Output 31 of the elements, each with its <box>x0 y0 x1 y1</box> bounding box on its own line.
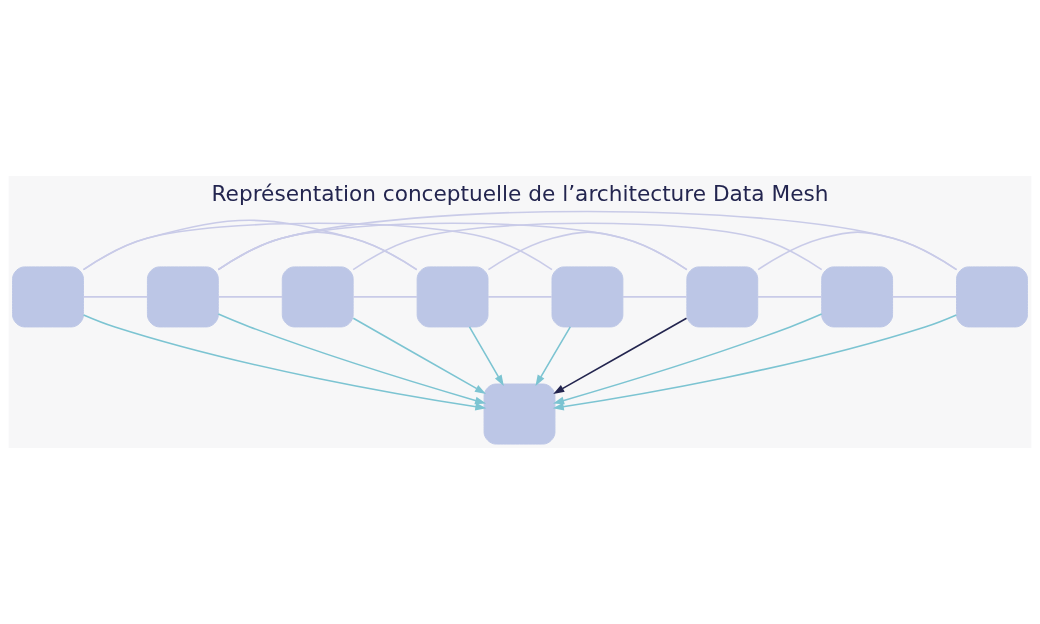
connector <box>487 296 553 298</box>
arrow <box>553 317 688 394</box>
node-box <box>483 383 556 445</box>
node-box <box>12 266 84 328</box>
node-box <box>821 266 894 328</box>
arrow <box>352 317 486 394</box>
connector <box>352 222 823 271</box>
arrow <box>553 313 823 405</box>
connector <box>82 222 553 271</box>
node-box <box>281 266 354 328</box>
arrow <box>552 314 958 411</box>
arrow <box>217 313 487 405</box>
connector <box>487 231 688 271</box>
arrow <box>535 326 572 387</box>
node-box <box>686 266 759 328</box>
connector <box>622 296 688 298</box>
diagram-title: Représentation conceptuelle de l’architecture Data Mesh <box>211 181 829 207</box>
connector <box>891 296 958 298</box>
connector <box>217 296 283 298</box>
node-box <box>551 266 624 328</box>
connector <box>757 296 823 298</box>
connector <box>352 296 418 298</box>
connector <box>217 222 688 271</box>
connector <box>217 210 958 271</box>
arrow <box>82 314 487 411</box>
connector <box>82 296 148 298</box>
node-box <box>146 266 219 328</box>
node-box <box>956 266 1028 328</box>
connector <box>757 231 958 271</box>
arrow <box>468 326 504 387</box>
node-box <box>416 266 489 328</box>
